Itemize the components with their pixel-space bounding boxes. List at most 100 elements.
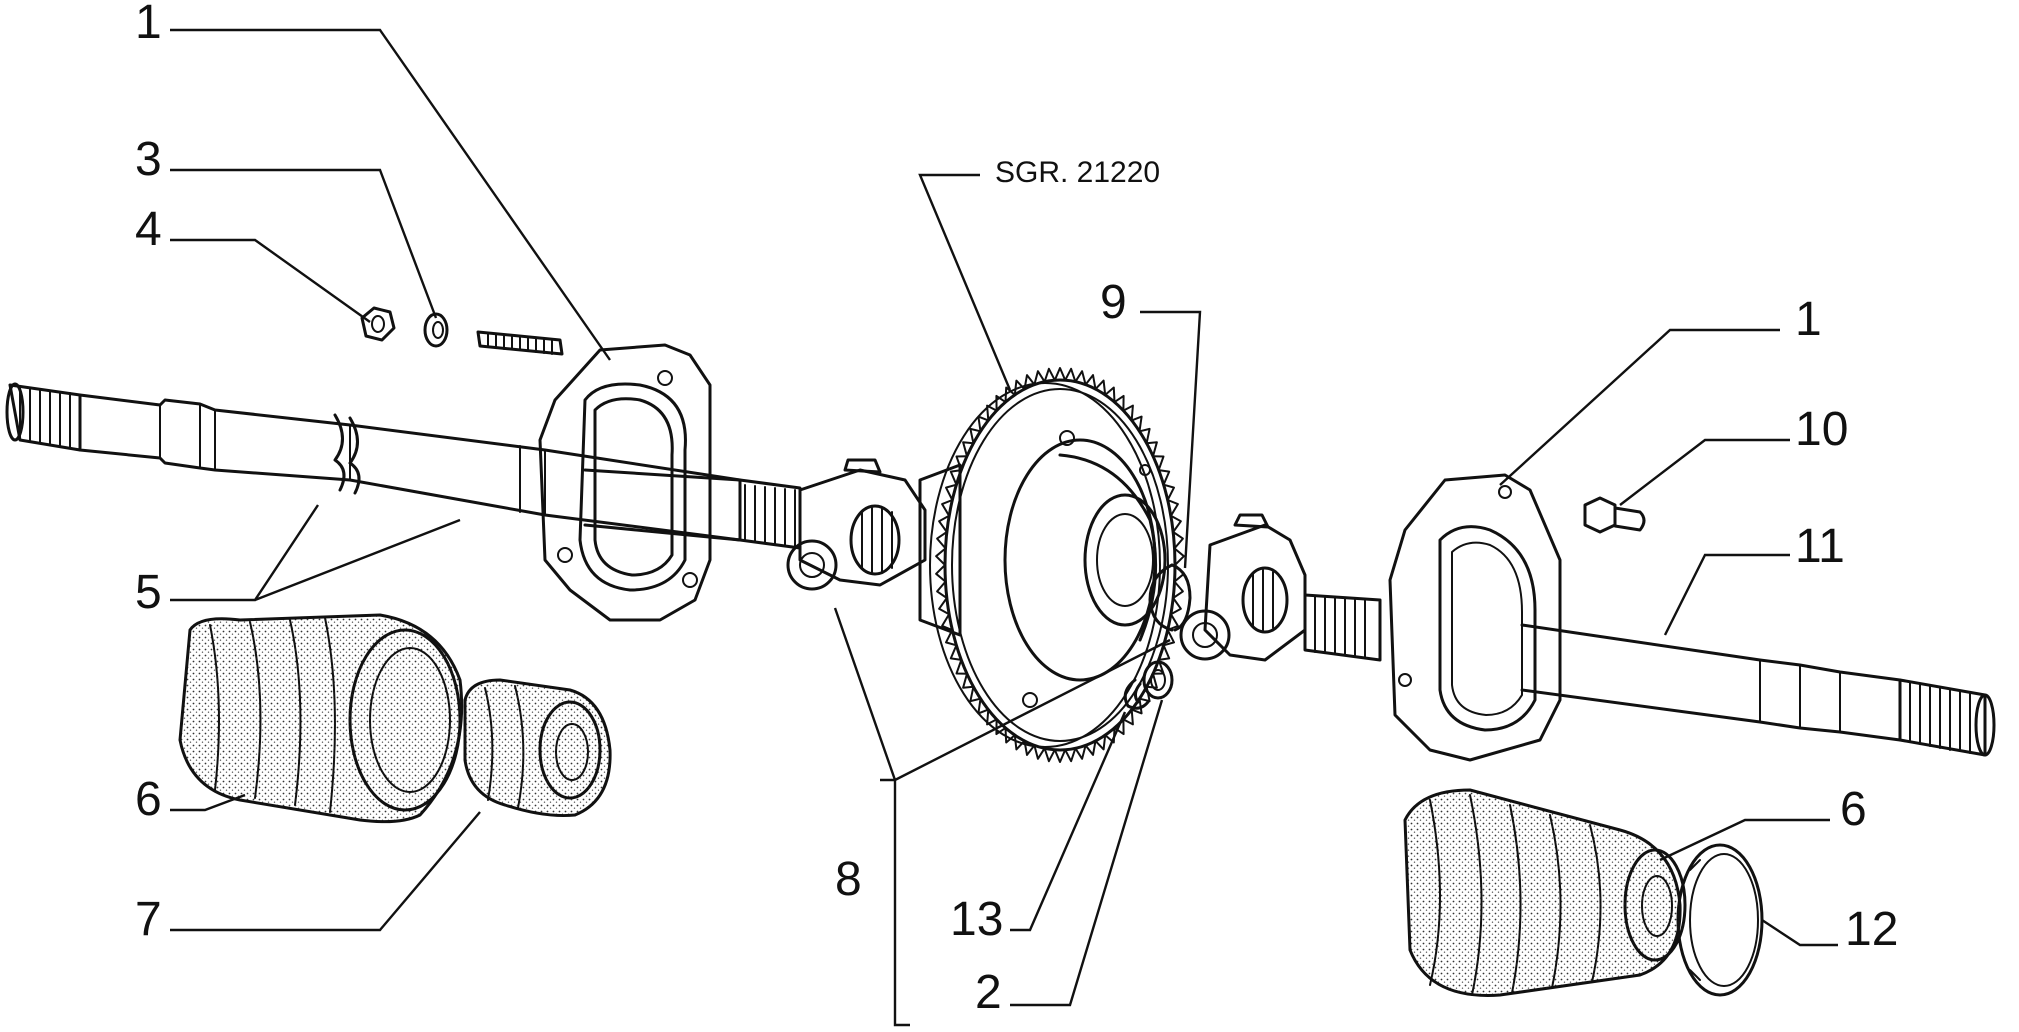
gear-tooth bbox=[941, 613, 954, 631]
clamp-band-part-12 bbox=[1676, 843, 1764, 997]
reference-code: SGR. 21220 bbox=[995, 156, 1160, 189]
callout-4: 4 bbox=[135, 203, 162, 256]
gear-tooth bbox=[1064, 747, 1077, 763]
right-tripod-joint bbox=[1179, 513, 1307, 662]
gear-tooth bbox=[1023, 374, 1036, 391]
callout-11: 11 bbox=[1795, 520, 1845, 573]
callout-6-left: 6 bbox=[135, 773, 162, 826]
gear-tooth bbox=[1113, 394, 1125, 412]
gear-tooth bbox=[1157, 644, 1171, 661]
right-drive-shaft bbox=[1303, 593, 1996, 757]
gear-tooth bbox=[995, 394, 1007, 412]
gear-tooth bbox=[1084, 739, 1097, 756]
gear-tooth bbox=[1074, 744, 1087, 760]
gear-tooth bbox=[1053, 367, 1067, 382]
gear-tooth bbox=[1053, 748, 1067, 763]
gear-tooth bbox=[1130, 415, 1143, 433]
gear-tooth bbox=[945, 629, 958, 647]
gear-tooth bbox=[1033, 744, 1046, 760]
gear-tooth bbox=[1104, 386, 1116, 404]
gear-tooth bbox=[1173, 547, 1185, 566]
callout-7: 7 bbox=[135, 893, 162, 946]
callout-2: 2 bbox=[975, 966, 1002, 1019]
gear-tooth bbox=[949, 469, 963, 486]
gear-tooth bbox=[1074, 370, 1087, 386]
stud-bolt bbox=[476, 330, 564, 356]
gear-tooth bbox=[962, 672, 975, 689]
gear-tooth bbox=[955, 658, 968, 675]
gear-tooth bbox=[962, 441, 975, 458]
right-flange-cover bbox=[1388, 473, 1562, 762]
gear-tooth bbox=[1162, 629, 1175, 647]
gear-tooth bbox=[936, 580, 948, 599]
callout-labels: 1 3 4 5 6 7 8 9 1 10 11 6 12 13 2 SGR. 2… bbox=[135, 0, 1898, 1019]
gear-tooth bbox=[986, 404, 998, 422]
gear-tooth bbox=[941, 499, 954, 517]
gear-tooth bbox=[1152, 455, 1165, 472]
callout-9: 9 bbox=[1100, 276, 1127, 329]
leader-lines bbox=[170, 28, 1838, 1027]
gear-tooth bbox=[1145, 672, 1158, 689]
gear-tooth bbox=[938, 597, 951, 616]
gear-tooth bbox=[1130, 697, 1143, 715]
gear-tooth bbox=[949, 644, 963, 661]
gear-tooth bbox=[1138, 427, 1151, 445]
gear-tooth bbox=[1166, 499, 1179, 517]
gear-tooth bbox=[1043, 367, 1056, 383]
gear-tooth bbox=[1084, 374, 1097, 391]
gear-tooth bbox=[1013, 734, 1026, 751]
gear-tooth bbox=[1004, 386, 1016, 404]
left-drive-shaft bbox=[5, 382, 802, 550]
gear-tooth bbox=[1172, 531, 1184, 550]
left-large-boot-part-6 bbox=[178, 613, 464, 824]
gear-tooth bbox=[1172, 580, 1184, 599]
callout-10: 10 bbox=[1795, 403, 1848, 456]
gear-tooth bbox=[1094, 379, 1107, 396]
callout-5: 5 bbox=[135, 566, 162, 619]
gear-tooth bbox=[1094, 734, 1107, 751]
gear-tooth bbox=[1122, 404, 1134, 422]
left-small-boot-part-7 bbox=[463, 678, 612, 818]
gear-tooth bbox=[1122, 708, 1134, 726]
gear-tooth bbox=[977, 415, 990, 433]
gear-tooth bbox=[1064, 367, 1077, 383]
gear-tooth bbox=[1169, 514, 1182, 533]
washer-part-3 bbox=[423, 312, 449, 348]
gear-tooth bbox=[938, 514, 951, 533]
ring-part-2 bbox=[1142, 660, 1174, 700]
gear-tooth bbox=[935, 564, 947, 583]
right-boot-part-6 bbox=[1403, 788, 1687, 997]
gear-tooth bbox=[936, 531, 948, 550]
differential-ring-gear bbox=[918, 367, 1185, 763]
gear-tooth bbox=[995, 718, 1007, 736]
callout-13: 13 bbox=[950, 893, 1003, 946]
gear-tooth bbox=[1145, 441, 1158, 458]
callout-1-right: 1 bbox=[1795, 293, 1822, 346]
left-flange-cover bbox=[538, 343, 742, 622]
nut-part-4 bbox=[360, 306, 396, 342]
left-tripod-joint bbox=[786, 458, 927, 591]
gear-tooth bbox=[1169, 597, 1182, 616]
gear-tooth bbox=[945, 483, 958, 501]
gear-tooth bbox=[977, 697, 990, 715]
callout-3: 3 bbox=[135, 133, 162, 186]
callout-12: 12 bbox=[1845, 903, 1898, 956]
callout-6-right: 6 bbox=[1840, 783, 1867, 836]
circlip-part-13 bbox=[1123, 678, 1150, 710]
gear-tooth bbox=[1023, 739, 1036, 756]
gear-tooth bbox=[969, 685, 982, 703]
callout-8: 8 bbox=[835, 853, 862, 906]
gear-tooth bbox=[1043, 747, 1056, 763]
gear-tooth bbox=[1004, 726, 1016, 744]
gear-tooth bbox=[986, 708, 998, 726]
gear-tooth bbox=[935, 547, 947, 566]
bolt-part-10 bbox=[1583, 496, 1646, 534]
gear-tooth bbox=[1033, 370, 1046, 386]
gear-tooth bbox=[969, 427, 982, 445]
gear-tooth bbox=[1104, 726, 1116, 744]
gear-tooth bbox=[1162, 483, 1175, 501]
callout-1-left: 1 bbox=[135, 0, 162, 49]
gear-tooth bbox=[1013, 379, 1026, 396]
gear-tooth bbox=[1157, 469, 1171, 486]
